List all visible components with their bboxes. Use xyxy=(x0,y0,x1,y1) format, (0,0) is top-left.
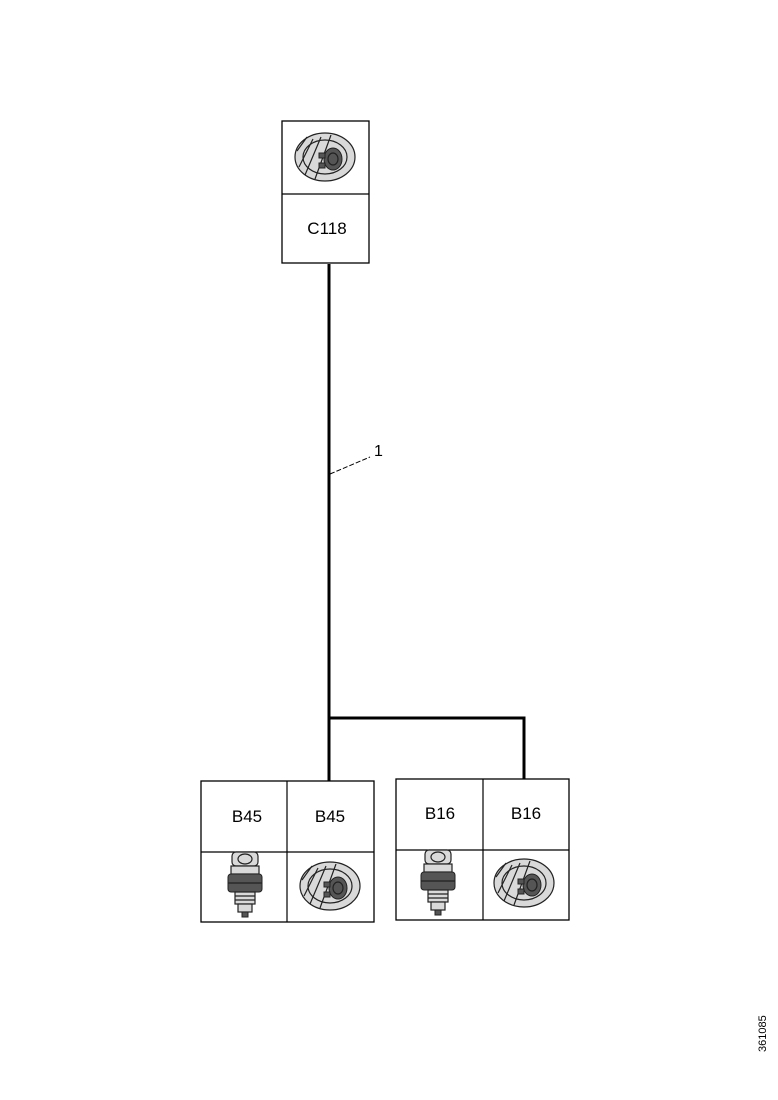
connector-b16-label-1: B16 xyxy=(425,804,455,823)
figure-reference: 361085 xyxy=(757,1015,769,1052)
connector-group-b45: B45 B45 xyxy=(200,780,375,923)
connector-b16-label-2: B16 xyxy=(511,804,541,823)
round-connector-icon xyxy=(493,858,555,908)
harness-callout-label: 1 xyxy=(374,443,383,460)
connector-c118: C118 xyxy=(281,120,370,264)
harness-branch-wire xyxy=(329,716,526,779)
round-connector-icon xyxy=(294,132,356,182)
connector-b45-label-1: B45 xyxy=(232,807,262,826)
connector-group-b16: B16 B16 xyxy=(395,778,570,921)
round-connector-icon xyxy=(299,861,361,911)
connector-c118-label: C118 xyxy=(307,219,346,238)
connector-b45-label-2: B45 xyxy=(315,807,345,826)
harness-callout-leader xyxy=(329,456,371,475)
